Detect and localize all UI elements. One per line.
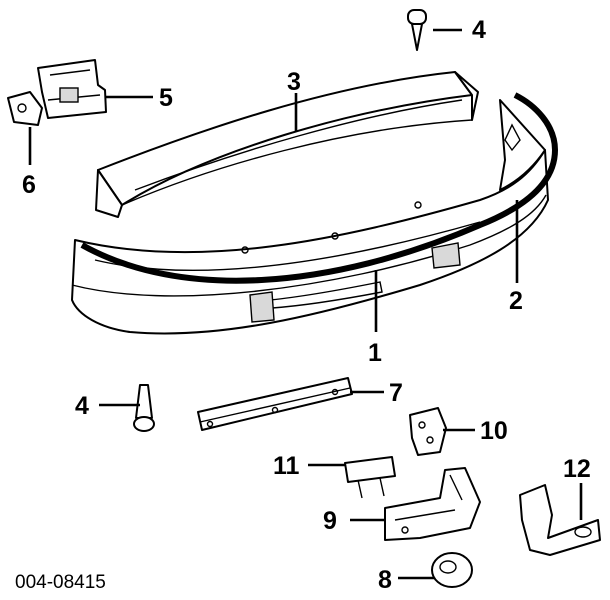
- callout-labels: 1 2 3 4 4 5 6 7 8 9 10 11 12: [22, 16, 591, 594]
- callout-11: 11: [273, 452, 300, 480]
- callout-4-top: 4: [472, 16, 486, 44]
- callout-2: 2: [509, 287, 523, 315]
- part-4-pin-left: [133, 384, 155, 432]
- part-6-clip: [7, 91, 43, 126]
- callout-12: 12: [563, 455, 591, 483]
- callout-9: 9: [323, 507, 337, 535]
- callout-6: 6: [22, 171, 36, 199]
- part-5-bracket: [37, 59, 107, 119]
- figure-number: 004-08415: [15, 572, 106, 593]
- part-2-strip: [80, 92, 559, 284]
- part-8-insulator: [431, 552, 473, 588]
- part-4-pin-top: [407, 9, 427, 51]
- part-3-absorber: [95, 71, 479, 218]
- callout-5: 5: [159, 84, 173, 112]
- callout-1: 1: [368, 339, 382, 367]
- part-11-bracket: [344, 456, 396, 499]
- callout-7: 7: [389, 379, 403, 407]
- callout-4-left: 4: [75, 392, 89, 420]
- callout-8: 8: [378, 566, 392, 594]
- callout-3: 3: [287, 68, 301, 96]
- leader-lines: [28, 28, 583, 580]
- part-1-bumper-cover: [71, 99, 549, 335]
- part-7-strip: [197, 377, 353, 431]
- part-10-bracket: [409, 407, 447, 456]
- part-9-bracket: [384, 467, 481, 541]
- callout-10: 10: [480, 417, 508, 445]
- part-12-bracket: [519, 484, 601, 556]
